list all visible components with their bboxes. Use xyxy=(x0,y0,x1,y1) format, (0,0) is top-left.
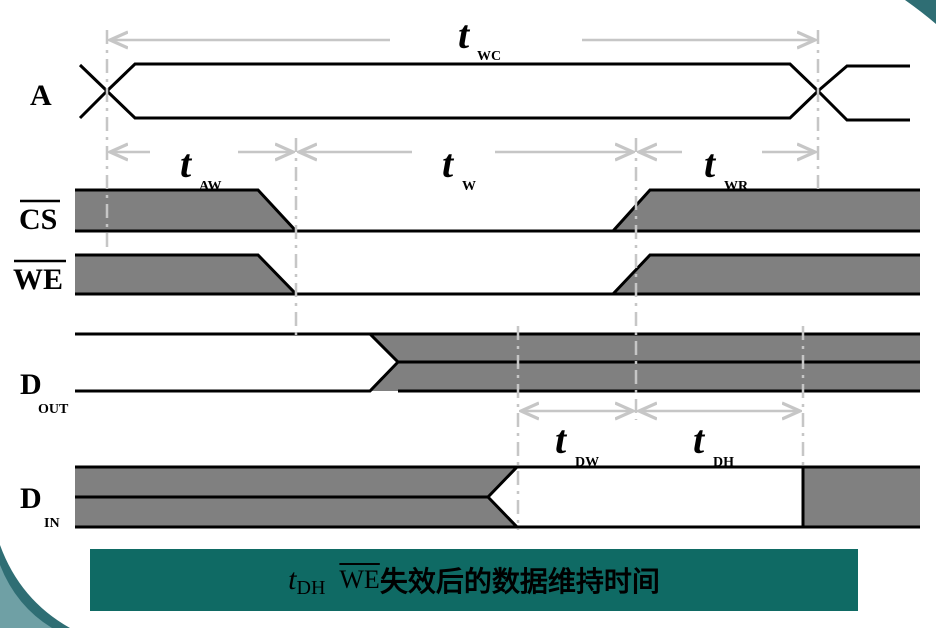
corner-decoration-bottom-left-inner xyxy=(0,565,52,628)
cs-shade-left xyxy=(75,190,296,231)
din-wave-mid xyxy=(75,465,920,499)
signal-label-cs: CS xyxy=(19,203,57,236)
caption-t: t xyxy=(288,563,297,596)
signal-label-din: D xyxy=(20,482,42,515)
timing-label-twc-sub: WC xyxy=(477,49,501,64)
dout-wave-top xyxy=(75,332,920,364)
guide-lines xyxy=(105,30,820,530)
din-shade-right xyxy=(803,467,920,527)
a-wave-top xyxy=(78,62,910,94)
signal-label-a: A xyxy=(30,79,52,112)
timing-label-tdw-sub: DW xyxy=(575,455,599,470)
a-wave-bottom xyxy=(78,88,910,122)
timing-label-tw-sub: W xyxy=(462,179,476,194)
timing-label-tdh-sub: DH xyxy=(713,455,734,470)
dimension-arrows xyxy=(110,40,815,411)
timing-label-twr-sub: WR xyxy=(724,179,749,194)
timing-label-tdw: t xyxy=(555,417,568,462)
corner-decoration-top-right xyxy=(905,0,936,24)
signal-label-dout-sub: OUT xyxy=(38,402,69,417)
timing-label-taw: t xyxy=(180,141,193,186)
dout-wave-bottom xyxy=(75,360,400,393)
shaded-regions xyxy=(75,190,920,527)
caption-text: 失效后的数据维持时间 xyxy=(379,565,660,598)
signal-label-dout: D xyxy=(20,368,42,401)
timing-label-taw-sub: AW xyxy=(199,179,222,194)
we-shade-right xyxy=(613,255,920,294)
we-shade-left xyxy=(75,255,296,294)
timing-label-twr: t xyxy=(704,141,717,186)
timing-label-tdh: t xyxy=(693,417,706,462)
timing-label-tw: t xyxy=(442,141,455,186)
cs-shade-right xyxy=(613,190,920,231)
waveforms xyxy=(75,62,920,529)
caption-banner: t DH WE 失效后的数据维持时间 xyxy=(90,549,858,611)
timing-label-twc: t xyxy=(458,12,471,57)
caption-sub: DH xyxy=(296,576,326,599)
signal-label-we: WE xyxy=(13,263,63,296)
caption-we: WE xyxy=(339,565,380,594)
signal-label-din-sub: IN xyxy=(44,516,60,531)
